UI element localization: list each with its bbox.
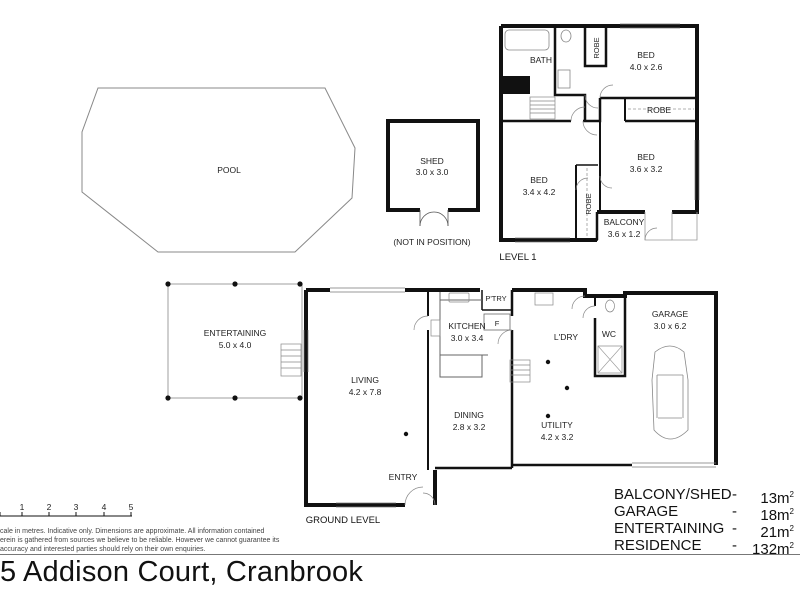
title-divider: [0, 554, 800, 555]
area-value: 132m2: [752, 541, 794, 558]
pool: POOL: [81, 87, 356, 253]
bed-3-size: 3.6 x 3.2: [630, 164, 663, 174]
robe-upper-label: ROBE: [592, 37, 601, 58]
scale-tick-4: 4: [102, 502, 107, 512]
cooktop-icon: [430, 319, 441, 337]
area-name: GARAGE: [614, 503, 679, 520]
scale-tick-2: 2: [47, 502, 52, 512]
dining-size: 2.8 x 3.2: [453, 422, 486, 432]
area-value: 18m2: [760, 507, 794, 524]
entertaining-area: ENTERTAINING 5.0 x 4.0: [165, 281, 303, 401]
area-dash: -: [732, 503, 737, 520]
shed-walls: [386, 119, 480, 212]
area-name: ENTERTAINING: [614, 520, 725, 537]
scale-tick-5: 5: [129, 502, 134, 512]
property-title: 5 Addison Court, Cranbrook: [0, 556, 364, 588]
bed-1-label: BED: [637, 50, 654, 60]
shed: SHED 3.0 x 3.0 (NOT IN POSITION): [386, 119, 480, 247]
area-value: 13m2: [760, 490, 794, 507]
bed-3-label: BED: [637, 152, 654, 162]
area-row-balcony-shed: BALCONY/SHED - 13m2: [614, 486, 794, 507]
ground-level-plan: LIVING 4.2 x 7.8 KITCHEN 3.0 x 3.4 P'TRY…: [303, 287, 718, 526]
living-label: LIVING: [351, 375, 379, 385]
area-dash: -: [732, 486, 737, 503]
area-name: BALCONY/SHED: [614, 486, 732, 503]
entertaining-label: ENTERTAINING: [204, 328, 267, 338]
garage-label: GARAGE: [652, 309, 689, 319]
area-name: RESIDENCE: [614, 537, 702, 554]
utility-size: 4.2 x 3.2: [541, 432, 574, 442]
disclaimer-text: cale in metres. Indicative only. Dimensi…: [0, 528, 280, 553]
bed-2-size: 3.4 x 4.2: [523, 187, 556, 197]
scale-tick-1: 1: [20, 502, 25, 512]
bath-label: BATH: [530, 55, 552, 65]
living-size: 4.2 x 7.8: [349, 387, 382, 397]
ground-stairs-icon: [509, 359, 531, 383]
ground-outer-walls: [304, 288, 718, 507]
area-row-residence: RESIDENCE - 132m2: [614, 537, 794, 558]
bed-2-label: BED: [530, 175, 547, 185]
level-1-plan: BATH ROBE BED 4.0 x 2.6 ROBE BED 3.4 x 4…: [499, 23, 700, 263]
ground-level-label: GROUND LEVEL: [306, 515, 380, 526]
fridge-label: F: [495, 319, 500, 328]
robe-bed-2-label: ROBE: [584, 193, 593, 214]
stairs-icon: [529, 96, 556, 120]
robe-mid-label: ROBE: [647, 105, 671, 115]
fridge-space: [483, 313, 511, 331]
shed-label: SHED: [420, 156, 444, 166]
balcony-size: 3.6 x 1.2: [608, 229, 641, 239]
level-1-label: LEVEL 1: [499, 252, 536, 263]
shed-size: 3.0 x 3.0: [416, 167, 449, 177]
kitchen-island: [439, 354, 483, 378]
laundry-label: L'DRY: [554, 332, 578, 342]
light-points: [403, 359, 570, 437]
entertaining-posts: [165, 281, 303, 401]
dining-label: DINING: [454, 410, 484, 420]
area-dash: -: [732, 520, 737, 537]
pool-label: POOL: [217, 165, 241, 175]
car-icon: [651, 345, 689, 440]
level-1-outer-walls: [499, 24, 699, 242]
area-row-entertaining: ENTERTAINING - 21m2: [614, 520, 794, 541]
pool-outline: [81, 87, 356, 253]
kitchen-sink-icon: [448, 292, 470, 303]
wc-label: WC: [602, 329, 616, 339]
kitchen-size: 3.0 x 3.4: [451, 333, 484, 343]
shed-note: (NOT IN POSITION): [393, 237, 470, 247]
entertaining-steps-icon: [280, 343, 302, 377]
laundry-tub-icon: [534, 292, 554, 306]
utility-label: UTILITY: [541, 420, 573, 430]
kitchen-label: KITCHEN: [448, 321, 485, 331]
pantry-label: P'TRY: [485, 294, 506, 303]
stair-void: [503, 76, 530, 94]
bed-1-size: 4.0 x 2.6: [630, 62, 663, 72]
garage-size: 3.0 x 6.2: [654, 321, 687, 331]
scale-bar: 1 2 3 4 5: [0, 502, 134, 517]
wc-toilet-icon: [605, 299, 615, 313]
bathtub-icon: [504, 29, 550, 51]
toilet-icon: [560, 29, 572, 43]
balcony-label: BALCONY: [604, 217, 645, 227]
entertaining-size: 5.0 x 4.0: [219, 340, 252, 350]
entry-label: ENTRY: [389, 472, 418, 482]
vanity-icon: [557, 69, 571, 89]
area-dash: -: [732, 537, 737, 554]
area-row-garage: GARAGE - 18m2: [614, 503, 794, 524]
storage-box: [597, 345, 623, 374]
scale-tick-3: 3: [74, 502, 79, 512]
area-value: 21m2: [760, 524, 794, 541]
